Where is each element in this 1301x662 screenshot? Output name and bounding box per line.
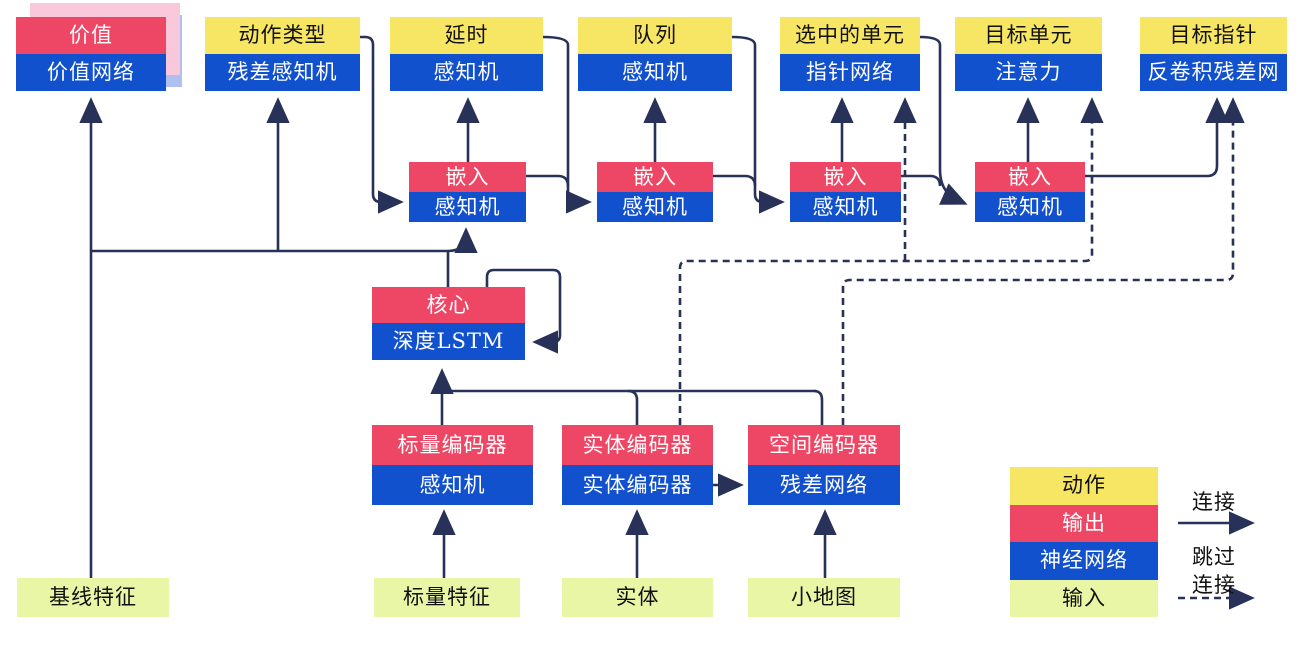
- legend-action: 动作: [1010, 467, 1158, 505]
- edge-embed2-out: [713, 174, 757, 187]
- node-embed3-subtitle: 感知机: [790, 192, 901, 222]
- node-embed4-title: 嵌入: [975, 162, 1085, 192]
- node-target-unit: 目标单元 注意力: [955, 17, 1102, 91]
- node-embed3: 嵌入 感知机: [790, 162, 901, 222]
- legend-skip-label-line1: 跳过: [1192, 545, 1236, 569]
- legend-output: 输出: [1010, 504, 1158, 542]
- node-embed1-title: 嵌入: [409, 162, 526, 192]
- node-target-point: 目标指针 反卷积残差网: [1140, 17, 1287, 91]
- node-embed2-subtitle: 感知机: [597, 192, 713, 222]
- node-target-point-subtitle: 反卷积残差网: [1140, 54, 1287, 91]
- node-selected-units-title: 选中的单元: [780, 17, 920, 54]
- node-core-title: 核心: [372, 287, 525, 323]
- legend: 动作 输出 神经网络 输入: [1010, 467, 1158, 617]
- node-entity-encoder-title: 实体编码器: [562, 425, 713, 465]
- node-queue-title: 队列: [578, 17, 732, 54]
- node-entity-encoder-subtitle: 实体编码器: [562, 465, 713, 505]
- node-baseline-features-label: 基线特征: [17, 578, 169, 617]
- node-embed2-title: 嵌入: [597, 162, 713, 192]
- legend-network: 神经网络: [1010, 542, 1158, 580]
- node-scalar-encoder: 标量编码器 感知机: [372, 425, 533, 505]
- node-scalar-features: 标量特征: [374, 578, 520, 617]
- node-selected-units: 选中的单元 指针网络: [780, 17, 920, 91]
- node-target-unit-title: 目标单元: [955, 17, 1102, 54]
- node-queue-subtitle: 感知机: [578, 54, 732, 91]
- node-value-subtitle: 价值网络: [16, 54, 166, 91]
- skip-spatial-to-target-point: [841, 97, 1245, 425]
- node-delay-subtitle: 感知机: [390, 54, 543, 91]
- node-spatial-encoder-title: 空间编码器: [748, 425, 900, 465]
- node-delay-title: 延时: [390, 17, 543, 54]
- skip-entity-to-target-unit: [678, 97, 1104, 425]
- edge-encoder-bus-left-curve: [440, 382, 453, 393]
- node-entity-encoder: 实体编码器 实体编码器: [562, 425, 713, 505]
- node-target-unit-subtitle: 注意力: [955, 54, 1102, 91]
- edge-spatial-encoder-to-bus: [813, 389, 824, 425]
- edge-entity-encoder-to-bus: [627, 389, 639, 425]
- node-spatial-encoder: 空间编码器 残差网络: [748, 425, 900, 505]
- node-minimap-label: 小地图: [748, 578, 900, 617]
- node-spatial-encoder-subtitle: 残差网络: [748, 465, 900, 505]
- node-action-type: 动作类型 残差感知机: [205, 17, 360, 91]
- node-entities: 实体: [562, 578, 713, 617]
- node-value-title: 价值: [16, 17, 166, 54]
- node-action-type-subtitle: 残差感知机: [205, 54, 360, 91]
- node-core-subtitle: 深度LSTM: [372, 323, 525, 360]
- node-scalar-encoder-subtitle: 感知机: [372, 465, 533, 505]
- edge-queue-to-embed3: [731, 35, 785, 214]
- edge-embed3-out: [901, 174, 942, 187]
- node-minimap: 小地图: [748, 578, 900, 617]
- legend-skip-label-line2: 连接: [1192, 573, 1236, 597]
- legend-connection-label: 连接: [1192, 490, 1236, 514]
- node-embed1: 嵌入 感知机: [409, 162, 526, 222]
- node-embed2: 嵌入 感知机: [597, 162, 713, 222]
- edge-embed1-out: [526, 174, 570, 187]
- node-scalar-encoder-title: 标量编码器: [372, 425, 533, 465]
- node-embed3-title: 嵌入: [790, 162, 901, 192]
- node-baseline-features: 基线特征: [17, 578, 169, 617]
- node-delay: 延时 感知机: [390, 17, 543, 91]
- legend-input: 输入: [1010, 579, 1158, 617]
- node-entities-label: 实体: [562, 578, 713, 617]
- edge-trunk-to-embed1: [447, 227, 478, 254]
- node-embed1-subtitle: 感知机: [409, 192, 526, 222]
- node-selected-units-subtitle: 指针网络: [780, 54, 920, 91]
- edge-embed4-to-target-point: [1085, 97, 1229, 178]
- node-scalar-features-label: 标量特征: [374, 578, 520, 617]
- node-core: 核心 深度LSTM: [372, 287, 525, 360]
- node-queue: 队列 感知机: [578, 17, 732, 91]
- node-embed4-subtitle: 感知机: [975, 192, 1085, 222]
- node-embed4: 嵌入 感知机: [975, 162, 1085, 222]
- node-target-point-title: 目标指针: [1140, 17, 1287, 54]
- node-value: 价值 价值网络: [16, 17, 166, 91]
- node-action-type-title: 动作类型: [205, 17, 360, 54]
